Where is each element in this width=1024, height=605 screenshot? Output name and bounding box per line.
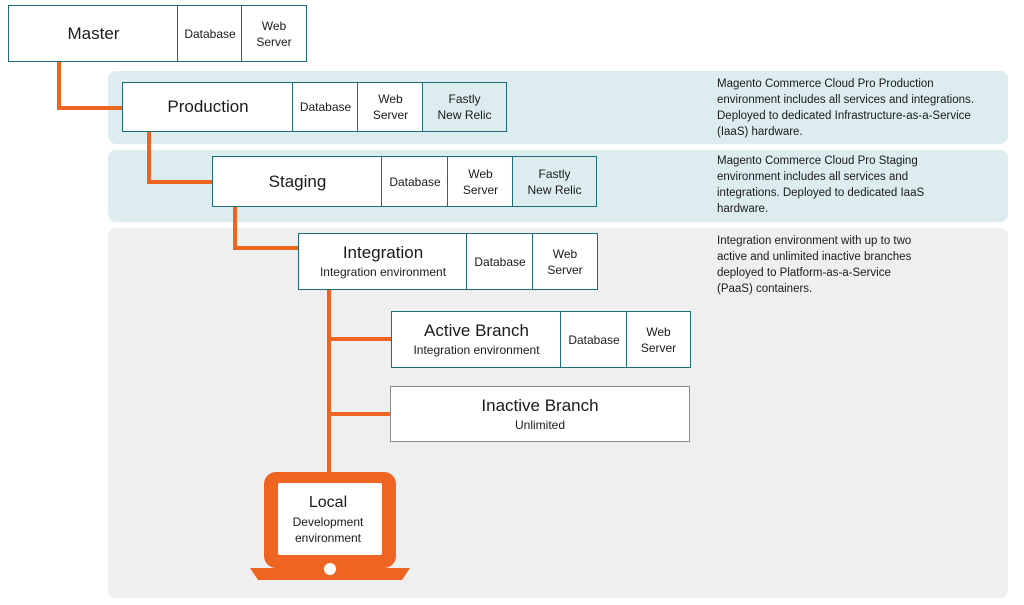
integration-webserver-label: Web Server: [547, 246, 583, 277]
connector-master-production-h: [57, 106, 125, 110]
integration-box: Integration Integration environment: [298, 233, 468, 290]
connector-staging-integration-v: [233, 206, 237, 250]
inactive-branch-title: Inactive Branch: [481, 395, 599, 415]
connector-production-staging-h: [147, 180, 215, 184]
master-title: Master: [67, 23, 120, 43]
master-box: Master: [8, 5, 179, 62]
production-extras-box: Fastly New Relic: [422, 82, 507, 132]
staging-webserver-box: Web Server: [447, 156, 514, 207]
local-subtitle: Development environment: [292, 515, 364, 545]
production-description: Magento Commerce Cloud Pro Production en…: [717, 78, 974, 138]
connector-master-production-v: [57, 60, 61, 110]
master-webserver-box: Web Server: [241, 5, 307, 62]
active-branch-box: Active Branch Integration environment: [391, 311, 562, 368]
integration-title: Integration: [342, 243, 424, 262]
connector-active-branch: [327, 337, 393, 341]
staging-database-label: Database: [389, 174, 441, 189]
staging-database-box: Database: [381, 156, 449, 207]
integration-description: Integration environment with up to two a…: [717, 235, 912, 295]
staging-description: Magento Commerce Cloud Pro Staging envir…: [717, 155, 925, 215]
active-branch-database-box: Database: [560, 311, 628, 368]
production-extras-label: Fastly New Relic: [437, 92, 492, 122]
active-branch-webserver-box: Web Server: [626, 311, 691, 368]
inactive-branch-subtitle: Unlimited: [514, 417, 565, 432]
master-webserver-label: Web Server: [256, 18, 292, 49]
connector-inactive-branch: [327, 412, 392, 416]
master-database-box: Database: [177, 5, 243, 62]
active-branch-database-label: Database: [568, 332, 620, 347]
inactive-branch-box: Inactive Branch Unlimited: [390, 386, 690, 442]
production-title: Production: [167, 97, 249, 116]
local-label-group: Local Development environment: [280, 492, 376, 546]
production-box: Production: [122, 82, 294, 132]
production-database-label: Database: [299, 100, 352, 114]
connector-staging-integration-h: [233, 246, 301, 250]
integration-webserver-box: Web Server: [532, 233, 598, 290]
staging-extras-box: Fastly New Relic: [512, 156, 597, 207]
staging-extras-label: Fastly New Relic: [527, 166, 582, 197]
production-database-box: Database: [292, 82, 359, 132]
production-webserver-box: Web Server: [357, 82, 424, 132]
staging-box: Staging: [212, 156, 383, 207]
integration-subtitle: Integration environment: [319, 265, 447, 279]
connector-integration-trunk: [327, 288, 331, 474]
active-branch-title: Active Branch: [424, 321, 529, 340]
master-database-label: Database: [184, 26, 236, 41]
active-branch-webserver-label: Web Server: [640, 324, 677, 355]
staging-title: Staging: [268, 171, 327, 191]
staging-webserver-label: Web Server: [462, 166, 499, 197]
production-webserver-label: Web Server: [372, 92, 409, 122]
integration-database-label: Database: [474, 254, 526, 269]
local-title: Local: [308, 494, 348, 511]
integration-database-box: Database: [466, 233, 534, 290]
laptop-icon: [250, 472, 410, 580]
connector-production-staging-v: [147, 131, 151, 184]
active-branch-subtitle: Integration environment: [413, 343, 540, 357]
